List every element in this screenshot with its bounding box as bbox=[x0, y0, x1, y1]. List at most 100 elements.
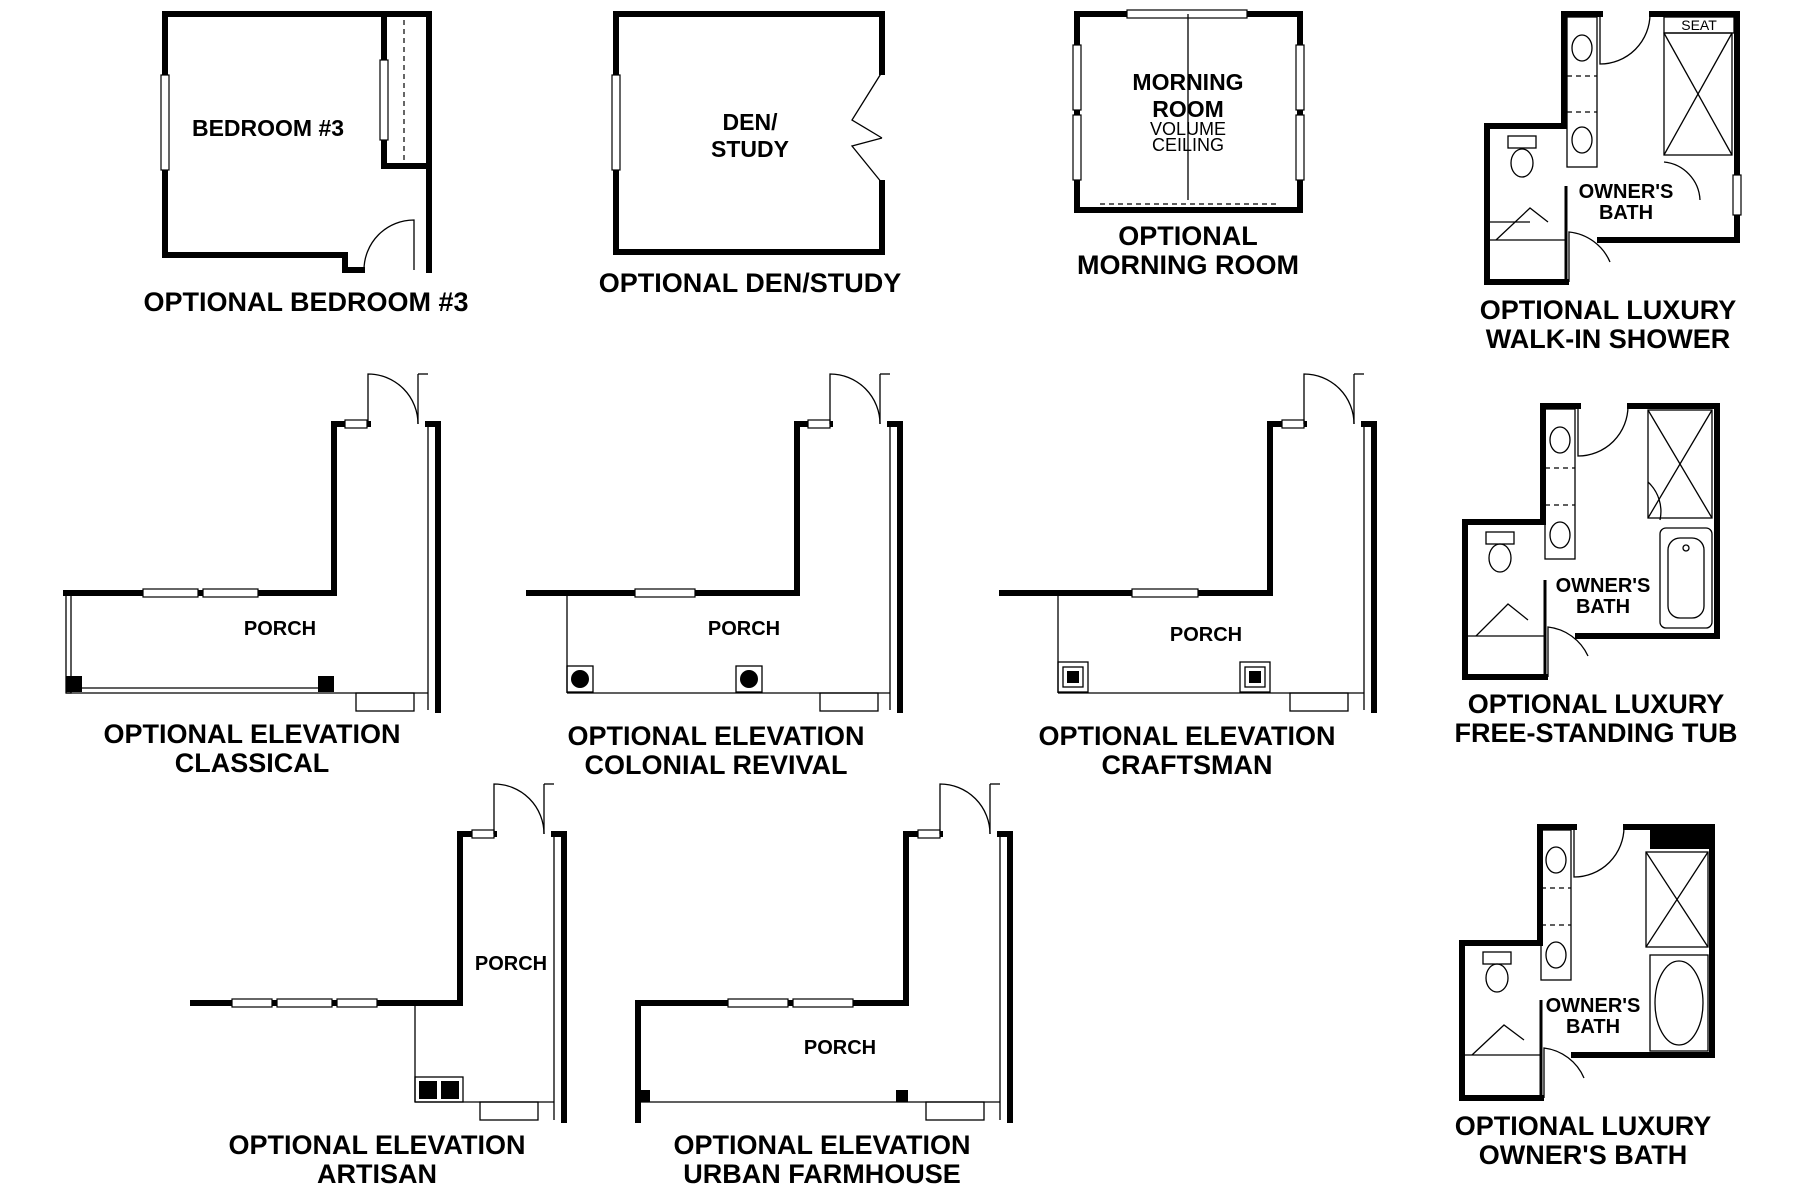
porch-step bbox=[355, 692, 415, 712]
twin-column-icon bbox=[419, 1081, 437, 1099]
plan-caption-line-1: OPTIONAL ELEVATION bbox=[1038, 721, 1335, 751]
window bbox=[611, 74, 621, 171]
tapered-column-icon bbox=[1249, 671, 1261, 683]
room-label-line-2: ROOM bbox=[1152, 96, 1224, 122]
toilet-icon bbox=[1485, 963, 1509, 993]
plan-caption-line-2: CRAFTSMAN bbox=[1102, 750, 1273, 780]
plan-caption-line-2: CLASSICAL bbox=[175, 748, 330, 778]
window bbox=[202, 588, 259, 598]
plan-caption: OPTIONAL DEN/STUDY bbox=[599, 268, 902, 298]
window bbox=[276, 998, 333, 1008]
elevation-artisan-plan: PORCH OPTIONAL ELEVATION ARTISAN bbox=[190, 783, 567, 1189]
porch-step bbox=[925, 1101, 985, 1121]
plan-caption-line-1: OPTIONAL ELEVATION bbox=[228, 1130, 525, 1160]
porch-label: PORCH bbox=[804, 1037, 876, 1059]
round-column-icon bbox=[571, 670, 589, 688]
plan-caption-line-1: OPTIONAL LUXURY bbox=[1480, 295, 1737, 325]
seat-label: SEAT bbox=[1681, 17, 1717, 33]
plan-caption: OPTIONAL BEDROOM #3 bbox=[143, 287, 468, 317]
column-icon bbox=[66, 676, 82, 692]
elevation-urban-farmhouse-plan: PORCH OPTIONAL ELEVATION URBAN FARMHOUSE bbox=[635, 783, 1013, 1189]
window bbox=[1072, 114, 1082, 181]
porch-label: PORCH bbox=[1170, 624, 1242, 646]
tapered-column-icon bbox=[1067, 671, 1079, 683]
room-label-line-2: BATH bbox=[1566, 1016, 1620, 1038]
window bbox=[634, 588, 696, 598]
plan-caption-line-1: OPTIONAL ELEVATION bbox=[567, 721, 864, 751]
porch-label: PORCH bbox=[708, 618, 780, 640]
window bbox=[160, 74, 170, 171]
room-label-line-1: OWNER'S bbox=[1556, 575, 1651, 597]
bedroom-3-plan: BEDROOM #3 OPTIONAL BEDROOM #3 bbox=[143, 11, 469, 317]
toilet-icon bbox=[1488, 543, 1512, 573]
window bbox=[727, 998, 789, 1008]
oval-tub bbox=[1649, 954, 1709, 1052]
column-icon bbox=[318, 676, 334, 692]
porch-step bbox=[1289, 692, 1349, 712]
sink bbox=[1549, 521, 1571, 549]
elevation-craftsman-plan: PORCH OPTIONAL ELEVATION CRAFTSMAN bbox=[999, 373, 1377, 780]
sink bbox=[1545, 846, 1567, 874]
window bbox=[336, 998, 378, 1008]
window bbox=[792, 998, 854, 1008]
french-door bbox=[851, 71, 883, 139]
post-icon bbox=[638, 1090, 650, 1102]
luxury-free-standing-tub-plan: OWNER'S BATH OPTIONAL LUXURY FREE-STANDI… bbox=[1455, 403, 1738, 748]
porch-label: PORCH bbox=[475, 953, 547, 975]
sink bbox=[1571, 34, 1593, 62]
plan-caption-line-1: OPTIONAL LUXURY bbox=[1468, 689, 1725, 719]
french-door bbox=[850, 137, 883, 184]
plan-caption-line-2: OWNER'S BATH bbox=[1479, 1140, 1687, 1170]
toilet-icon bbox=[1510, 148, 1534, 178]
free-standing-tub bbox=[1659, 527, 1713, 629]
plan-caption-line-2: MORNING ROOM bbox=[1077, 250, 1299, 280]
sink bbox=[1549, 426, 1571, 454]
door-swing bbox=[363, 219, 415, 271]
shower-seat bbox=[1663, 16, 1735, 34]
room-label-line-2: BATH bbox=[1599, 202, 1653, 224]
window bbox=[1131, 588, 1199, 598]
porch-step bbox=[479, 1101, 539, 1121]
window bbox=[1072, 44, 1082, 111]
window bbox=[231, 998, 273, 1008]
morning-room-plan: MORNING ROOM VOLUME CEILING OPTIONAL MOR… bbox=[1072, 9, 1305, 280]
plan-caption-line-2: WALK-IN SHOWER bbox=[1486, 324, 1730, 354]
window bbox=[142, 588, 199, 598]
luxury-owners-bath-plan: OWNER'S BATH OPTIONAL LUXURY OWNER'S BAT… bbox=[1455, 824, 1715, 1170]
elevation-colonial-revival-plan: PORCH OPTIONAL ELEVATION COLONIAL REVIVA… bbox=[526, 373, 903, 780]
shower-bench bbox=[1650, 824, 1710, 849]
luxury-walk-in-shower-plan: SEAT OWNER'S BATH OPTIONAL LUXURY WALK-I… bbox=[1480, 11, 1742, 354]
closet-door bbox=[379, 59, 389, 141]
porch-label: PORCH bbox=[244, 618, 316, 640]
room-label: BEDROOM #3 bbox=[192, 115, 344, 141]
room-label-line-1: OWNER'S bbox=[1546, 995, 1641, 1017]
plan-caption-line-1: OPTIONAL LUXURY bbox=[1455, 1111, 1712, 1141]
room-label-line-2: BATH bbox=[1576, 596, 1630, 618]
window bbox=[1295, 44, 1305, 111]
elevation-classical-plan: PORCH OPTIONAL ELEVATION CLASSICAL bbox=[63, 373, 441, 778]
plan-caption-line-2: FREE-STANDING TUB bbox=[1455, 718, 1738, 748]
post-icon bbox=[896, 1090, 908, 1102]
plan-caption-line-2: COLONIAL REVIVAL bbox=[584, 750, 847, 780]
shower bbox=[1647, 409, 1713, 519]
round-column-icon bbox=[740, 670, 758, 688]
window bbox=[1126, 9, 1248, 19]
ceiling-note-line-1: VOLUME bbox=[1150, 119, 1226, 139]
plan-caption-line-1: OPTIONAL ELEVATION bbox=[673, 1130, 970, 1160]
ceiling-note-line-2: CEILING bbox=[1152, 135, 1224, 155]
window bbox=[1295, 114, 1305, 181]
plan-caption-line-2: ARTISAN bbox=[317, 1159, 437, 1189]
plan-caption-line-1: OPTIONAL bbox=[1118, 221, 1258, 251]
plan-caption-line-2: URBAN FARMHOUSE bbox=[683, 1159, 961, 1189]
den-study-plan: DEN/ STUDY OPTIONAL DEN/STUDY bbox=[599, 11, 902, 298]
twin-column-icon bbox=[441, 1081, 459, 1099]
window bbox=[1732, 174, 1742, 216]
room-label-line-1: DEN/ bbox=[723, 109, 779, 135]
room-label-line-1: MORNING bbox=[1132, 69, 1243, 95]
sink bbox=[1571, 126, 1593, 154]
sink bbox=[1545, 941, 1567, 969]
porch-step bbox=[819, 692, 879, 712]
room-label-line-1: OWNER'S bbox=[1579, 181, 1674, 203]
plan-caption-line-1: OPTIONAL ELEVATION bbox=[103, 719, 400, 749]
